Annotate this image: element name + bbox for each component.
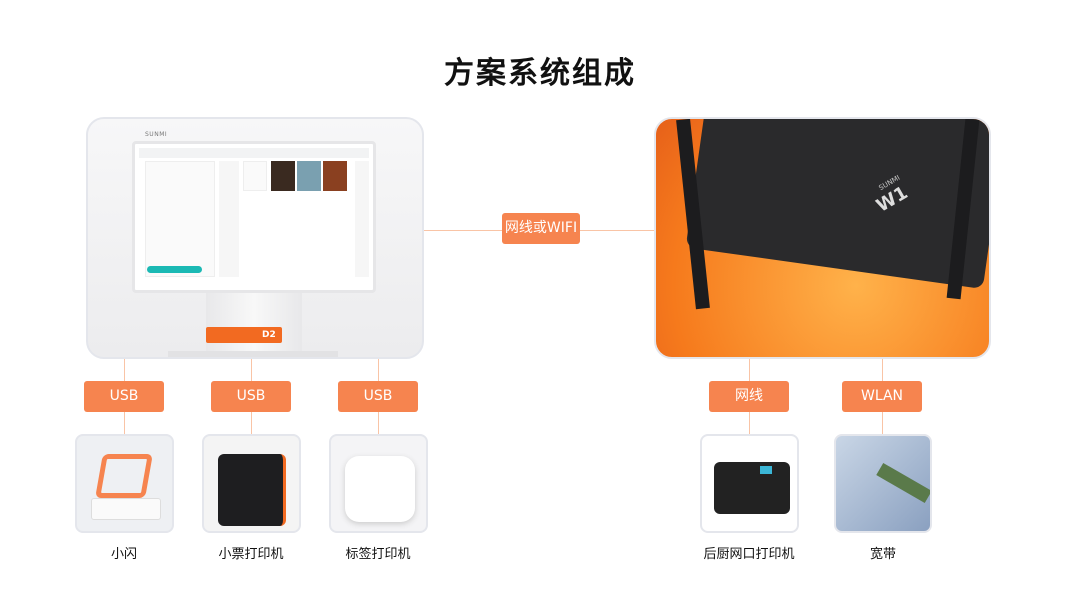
page-title: 方案系统组成 (444, 56, 636, 91)
router-image: W1 SUNMI (654, 117, 991, 359)
connection-label: 网线或WIFI (502, 213, 580, 244)
pos-terminal-image: SUNMI D2 (86, 117, 424, 359)
pos-brand-label: SUNMI (145, 131, 168, 138)
scanner-image (75, 434, 174, 533)
usb-label: USB (211, 381, 291, 412)
label-printer-image (329, 434, 428, 533)
device-name: 后厨网口打印机 (703, 547, 795, 562)
wlan-label: WLAN (842, 381, 922, 412)
usb-label: USB (338, 381, 418, 412)
receipt-printer-image (202, 434, 301, 533)
pos-screen (132, 141, 376, 293)
device-name: 小票打印机 (218, 547, 284, 562)
pos-model-label: D2 (262, 330, 276, 340)
usb-label: USB (84, 381, 164, 412)
device-name: 宽带 (869, 547, 896, 562)
ethernet-label: 网线 (709, 381, 789, 412)
kitchen-printer-image (700, 434, 799, 533)
device-name: 标签打印机 (345, 547, 411, 562)
broadband-image (834, 434, 932, 533)
device-name: 小闪 (110, 547, 137, 562)
